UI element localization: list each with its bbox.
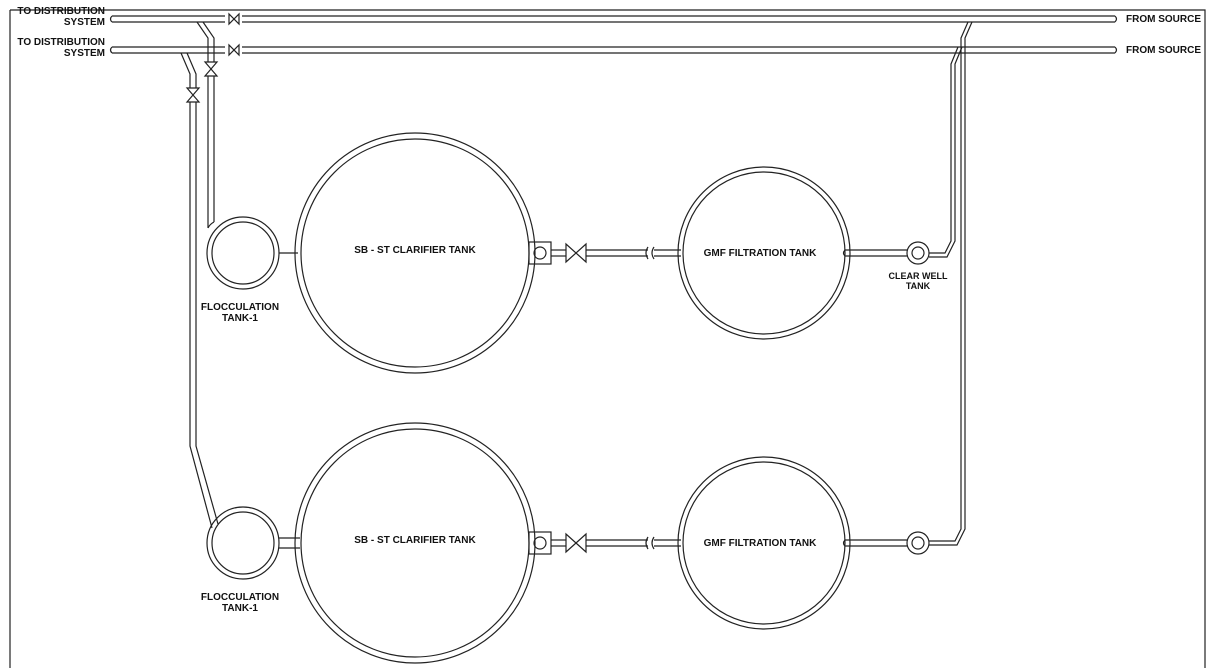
filtration-tank-1-top <box>677 166 851 340</box>
clear-well-tank-1 <box>906 241 930 265</box>
from-source-label-lower: FROM SOURCE <box>1126 45 1201 56</box>
filtration-tank-2-label: GMF FILTRATION TANK <box>703 538 817 549</box>
clear-well-tank-label: CLEAR WELL TANK <box>888 271 948 291</box>
pipe-clear-well-2-to-header <box>929 21 973 546</box>
to-distribution-label-upper: TO DISTRIBUTION SYSTEM <box>17 6 105 28</box>
clear-well-tank-2 <box>906 531 930 555</box>
frame-border <box>9 9 1206 668</box>
flocculation-tank-2-label: FLOCCULATION TANK-1 <box>200 592 280 614</box>
header-pipe-lower <box>109 43 1118 57</box>
connector-floc-clarifier-2 <box>279 537 300 549</box>
pipe-to-flocculation-tank-2 <box>180 52 219 529</box>
header-pipe-upper <box>109 12 1118 26</box>
pipe-clear-well-1-to-header <box>929 46 963 258</box>
flocculation-tank-2-bottom <box>206 506 280 580</box>
clarifier-tank-2-label: SB - ST CLARIFIER TANK <box>354 535 476 546</box>
flocculation-tank-1-top <box>206 216 280 290</box>
outlet-valve-assembly-2 <box>528 531 681 555</box>
from-source-label-upper: FROM SOURCE <box>1126 14 1201 25</box>
filtration-to-clear-well-pipe-2 <box>842 539 908 547</box>
filtration-tank-2-bottom <box>677 456 851 630</box>
outlet-valve-assembly-1 <box>528 241 681 265</box>
filtration-to-clear-well-pipe-1 <box>842 249 908 257</box>
clarifier-tank-1-label: SB - ST CLARIFIER TANK <box>354 245 476 256</box>
pipe-to-flocculation-tank-1 <box>196 21 219 229</box>
filtration-tank-1-label: GMF FILTRATION TANK <box>703 248 817 259</box>
to-distribution-label-lower: TO DISTRIBUTION SYSTEM <box>17 37 105 59</box>
flocculation-tank-1-label: FLOCCULATION TANK-1 <box>200 302 280 324</box>
